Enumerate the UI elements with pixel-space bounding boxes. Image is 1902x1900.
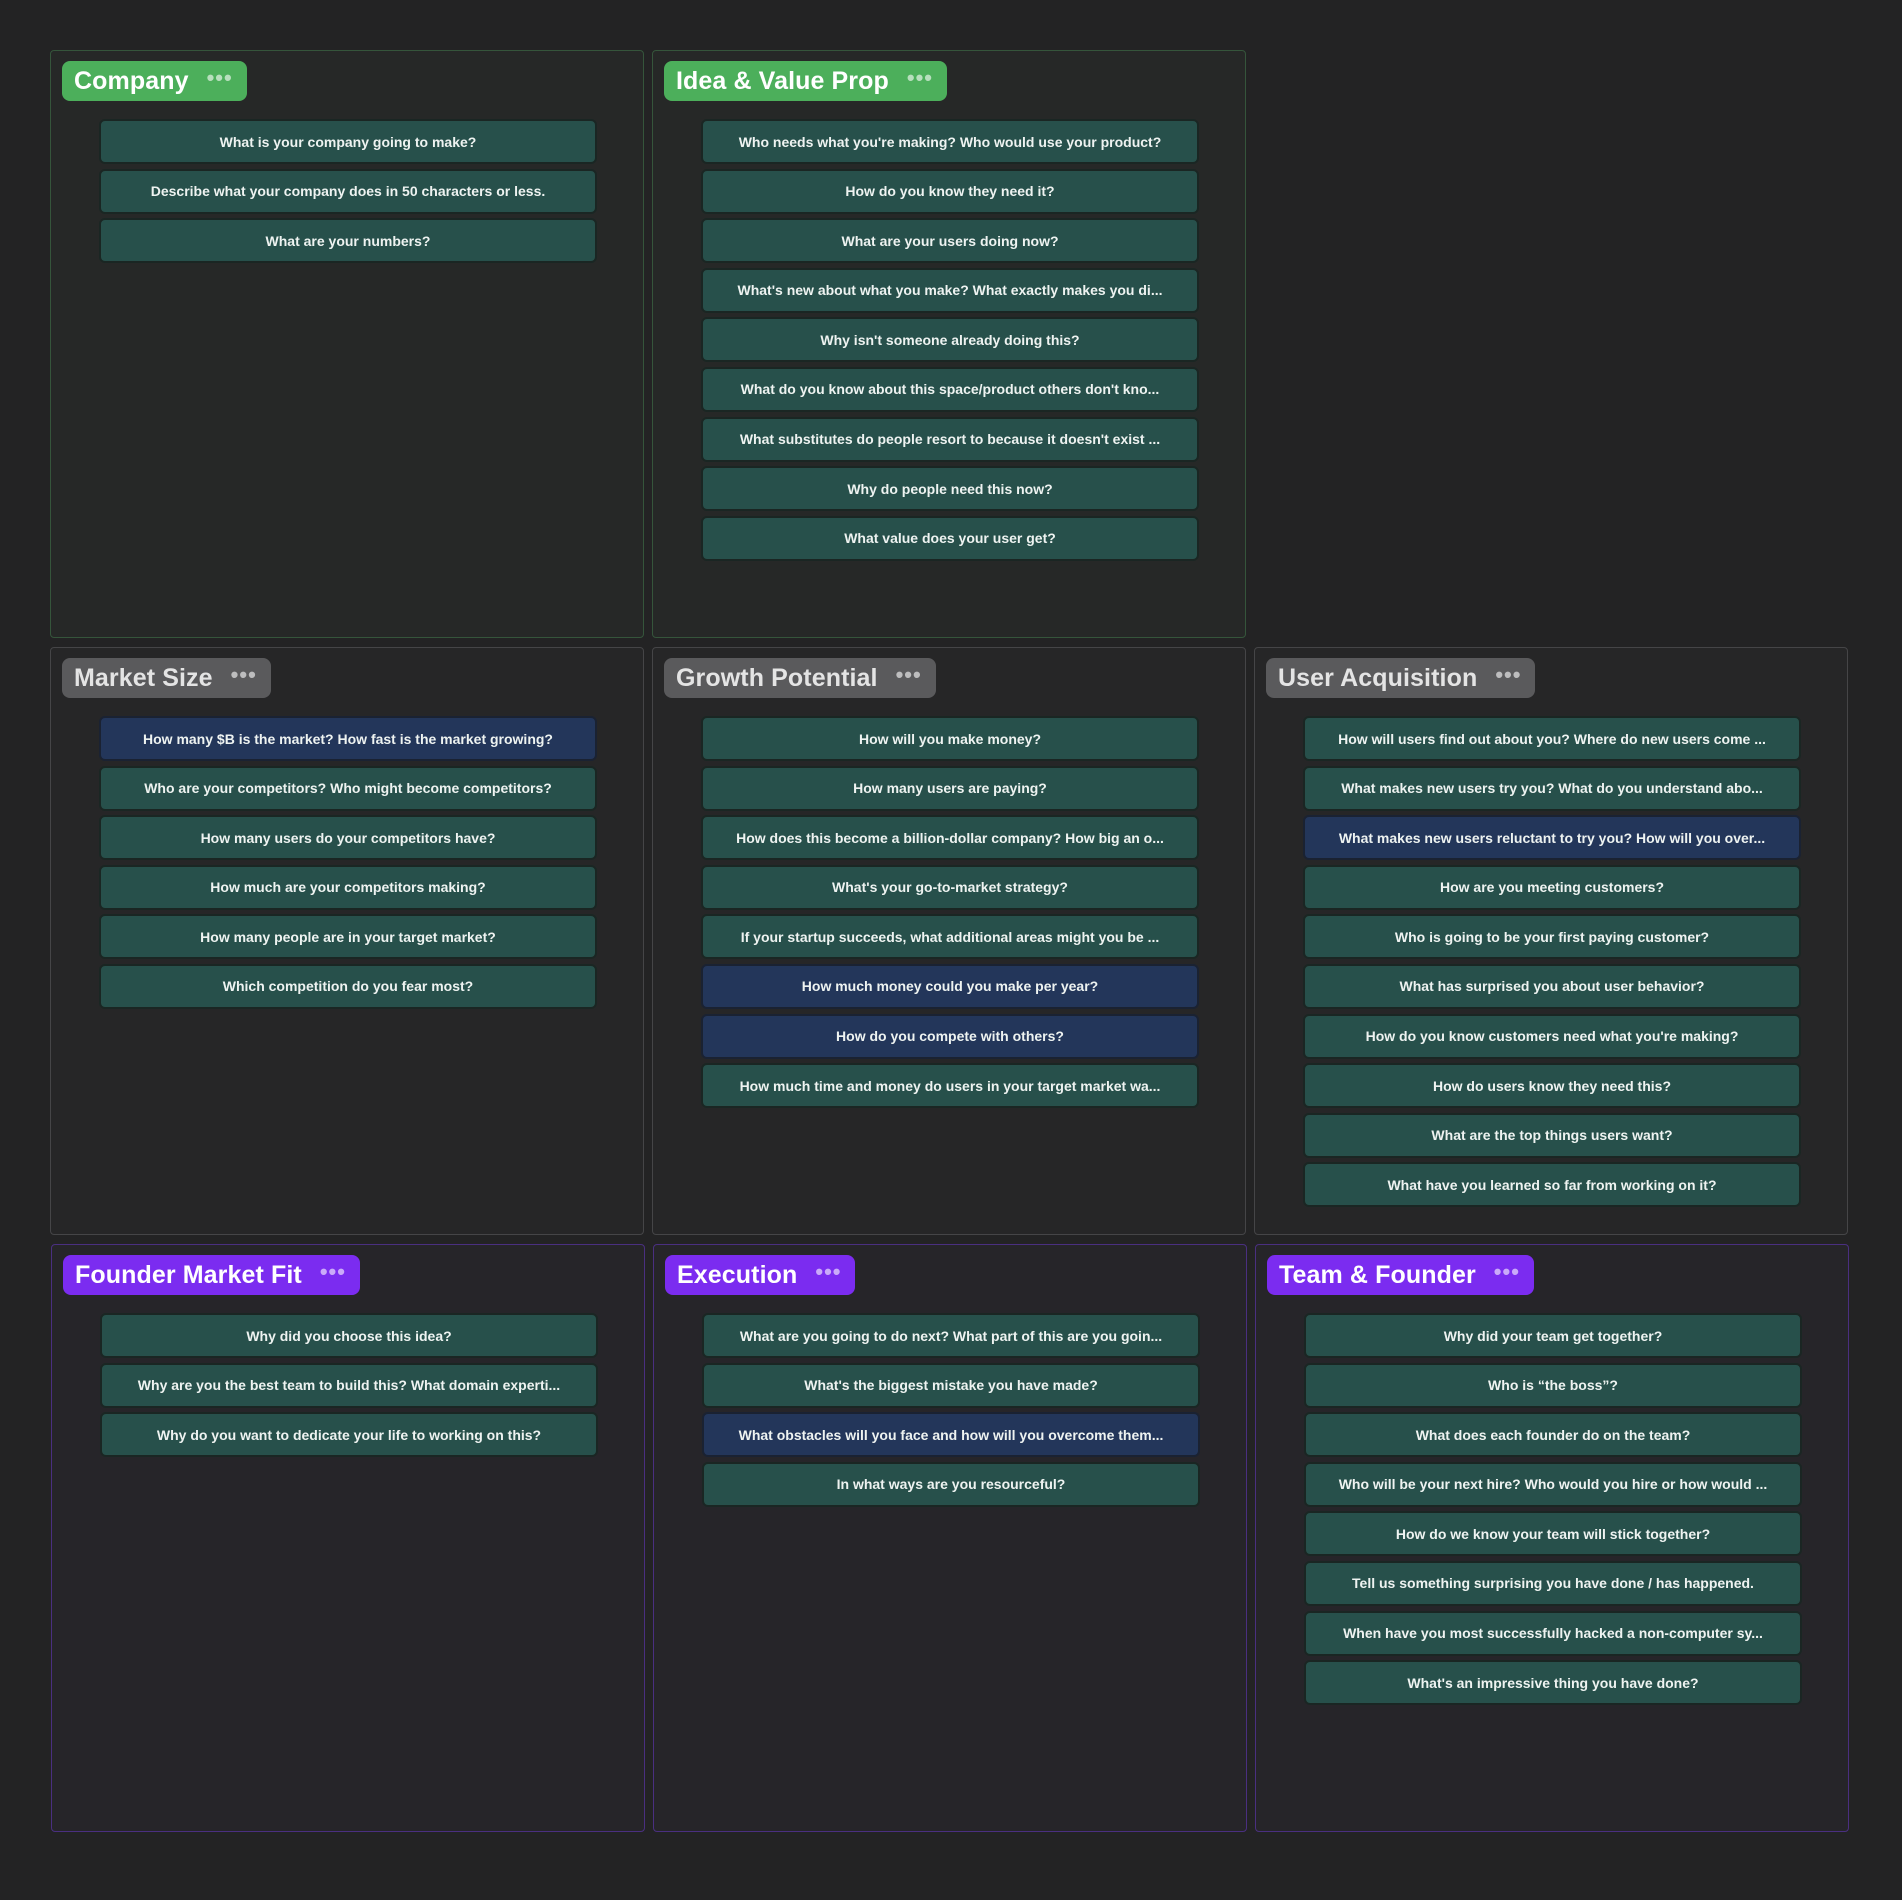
group-market-size[interactable]: Market Size ••• How many $B is the marke… — [50, 647, 644, 1235]
group-title: Company — [74, 66, 189, 95]
question-card[interactable]: What are you going to do next? What part… — [702, 1313, 1200, 1358]
question-card[interactable]: Who will be your next hire? Who would yo… — [1304, 1461, 1802, 1507]
question-card[interactable]: What value does your user get? — [701, 515, 1199, 561]
question-card[interactable]: What do you know about this space/produc… — [701, 366, 1199, 412]
group-idea-value-prop[interactable]: Idea & Value Prop ••• Who needs what you… — [652, 50, 1246, 638]
question-card-selected[interactable]: How much money could you make per year? — [701, 963, 1199, 1009]
question-card[interactable]: What's your go-to-market strategy? — [701, 864, 1199, 910]
question-card[interactable]: How will users find out about you? Where… — [1303, 716, 1801, 761]
question-card[interactable]: What is your company going to make? — [99, 119, 597, 164]
card-list: How will users find out about you? Where… — [1303, 716, 1801, 1212]
group-team-founder[interactable]: Team & Founder ••• Why did your team get… — [1255, 1244, 1849, 1832]
more-horizontal-icon[interactable]: ••• — [815, 1259, 842, 1284]
question-card[interactable]: What are your numbers? — [99, 218, 597, 264]
question-card[interactable]: Why are you the best team to build this?… — [100, 1362, 598, 1408]
group-execution[interactable]: Execution ••• What are you going to do n… — [653, 1244, 1247, 1832]
question-card[interactable]: How many users are paying? — [701, 765, 1199, 811]
question-card[interactable]: Describe what your company does in 50 ch… — [99, 168, 597, 214]
question-card[interactable]: What has surprised you about user behavi… — [1303, 963, 1801, 1009]
card-list: Why did you choose this idea? Why are yo… — [100, 1313, 598, 1462]
question-card[interactable]: Who is “the boss”? — [1304, 1362, 1802, 1408]
group-founder-market-fit[interactable]: Founder Market Fit ••• Why did you choos… — [51, 1244, 645, 1832]
group-company[interactable]: Company ••• What is your company going t… — [50, 50, 644, 638]
question-card[interactable]: Tell us something surprising you have do… — [1304, 1560, 1802, 1606]
question-card[interactable]: How does this become a billion-dollar co… — [701, 815, 1199, 861]
question-card-selected[interactable]: What obstacles will you face and how wil… — [702, 1412, 1200, 1458]
question-card[interactable]: When have you most successfully hacked a… — [1304, 1610, 1802, 1656]
group-title-pill[interactable]: Founder Market Fit ••• — [63, 1255, 360, 1295]
group-title: Growth Potential — [676, 663, 878, 692]
group-title: Market Size — [74, 663, 213, 692]
question-card[interactable]: What are the top things users want? — [1303, 1112, 1801, 1158]
more-horizontal-icon[interactable]: ••• — [206, 65, 233, 90]
question-card-selected[interactable]: What makes new users reluctant to try yo… — [1303, 815, 1801, 861]
question-card[interactable]: How do you know they need it? — [701, 168, 1199, 214]
question-card[interactable]: How do users know they need this? — [1303, 1063, 1801, 1109]
group-title-pill[interactable]: Market Size ••• — [62, 658, 271, 698]
question-card[interactable]: Who is going to be your first paying cus… — [1303, 914, 1801, 960]
question-card[interactable]: Who are your competitors? Who might beco… — [99, 765, 597, 811]
card-list: How will you make money? How many users … — [701, 716, 1199, 1113]
card-list: How many $B is the market? How fast is t… — [99, 716, 597, 1014]
more-horizontal-icon[interactable]: ••• — [906, 65, 933, 90]
group-growth-potential[interactable]: Growth Potential ••• How will you make m… — [652, 647, 1246, 1235]
group-title: Founder Market Fit — [75, 1260, 302, 1289]
question-card[interactable]: What makes new users try you? What do yo… — [1303, 765, 1801, 811]
more-horizontal-icon[interactable]: ••• — [1495, 662, 1522, 687]
card-list: Why did your team get together? Who is “… — [1304, 1313, 1802, 1710]
card-list: What is your company going to make? Desc… — [99, 119, 597, 268]
group-user-acquisition[interactable]: User Acquisition ••• How will users find… — [1254, 647, 1848, 1235]
question-card[interactable]: Why isn't someone already doing this? — [701, 317, 1199, 363]
question-card-selected[interactable]: How do you compete with others? — [701, 1013, 1199, 1059]
group-title-pill[interactable]: Growth Potential ••• — [664, 658, 936, 698]
group-title-pill[interactable]: Idea & Value Prop ••• — [664, 61, 947, 101]
group-title: Idea & Value Prop — [676, 66, 889, 95]
more-horizontal-icon[interactable]: ••• — [895, 662, 922, 687]
group-title-pill[interactable]: Company ••• — [62, 61, 247, 101]
question-card[interactable]: What's an impressive thing you have done… — [1304, 1660, 1802, 1706]
question-card[interactable]: Why did your team get together? — [1304, 1313, 1802, 1358]
question-card[interactable]: How are you meeting customers? — [1303, 864, 1801, 910]
question-card[interactable]: In what ways are you resourceful? — [702, 1461, 1200, 1507]
question-card[interactable]: Why do you want to dedicate your life to… — [100, 1412, 598, 1458]
question-card[interactable]: What have you learned so far from workin… — [1303, 1162, 1801, 1208]
group-title: Execution — [677, 1260, 798, 1289]
group-title: Team & Founder — [1279, 1260, 1476, 1289]
card-list: What are you going to do next? What part… — [702, 1313, 1200, 1511]
question-card[interactable]: Who needs what you're making? Who would … — [701, 119, 1199, 164]
group-title-pill[interactable]: User Acquisition ••• — [1266, 658, 1536, 698]
more-horizontal-icon[interactable]: ••• — [319, 1259, 346, 1284]
question-card[interactable]: How do you know customers need what you'… — [1303, 1013, 1801, 1059]
question-card[interactable]: How much are your competitors making? — [99, 864, 597, 910]
card-list: Who needs what you're making? Who would … — [701, 119, 1199, 565]
question-card[interactable]: What's new about what you make? What exa… — [701, 267, 1199, 313]
question-card[interactable]: Why do people need this now? — [701, 466, 1199, 512]
more-horizontal-icon[interactable]: ••• — [1493, 1259, 1520, 1284]
question-card[interactable]: Why did you choose this idea? — [100, 1313, 598, 1358]
question-card[interactable]: How many users do your competitors have? — [99, 815, 597, 861]
group-title-pill[interactable]: Team & Founder ••• — [1267, 1255, 1534, 1295]
question-card[interactable]: If your startup succeeds, what additiona… — [701, 914, 1199, 960]
question-card[interactable]: What are your users doing now? — [701, 218, 1199, 264]
question-card[interactable]: Which competition do you fear most? — [99, 963, 597, 1009]
question-card[interactable]: How will you make money? — [701, 716, 1199, 761]
question-card[interactable]: What substitutes do people resort to bec… — [701, 416, 1199, 462]
question-card[interactable]: What does each founder do on the team? — [1304, 1412, 1802, 1458]
more-horizontal-icon[interactable]: ••• — [230, 662, 257, 687]
question-card-selected[interactable]: How many $B is the market? How fast is t… — [99, 716, 597, 761]
question-card[interactable]: How many people are in your target marke… — [99, 914, 597, 960]
question-card[interactable]: How much time and money do users in your… — [701, 1063, 1199, 1109]
question-card[interactable]: How do we know your team will stick toge… — [1304, 1511, 1802, 1557]
question-card[interactable]: What's the biggest mistake you have made… — [702, 1362, 1200, 1408]
group-title-pill[interactable]: Execution ••• — [665, 1255, 856, 1295]
group-title: User Acquisition — [1278, 663, 1478, 692]
